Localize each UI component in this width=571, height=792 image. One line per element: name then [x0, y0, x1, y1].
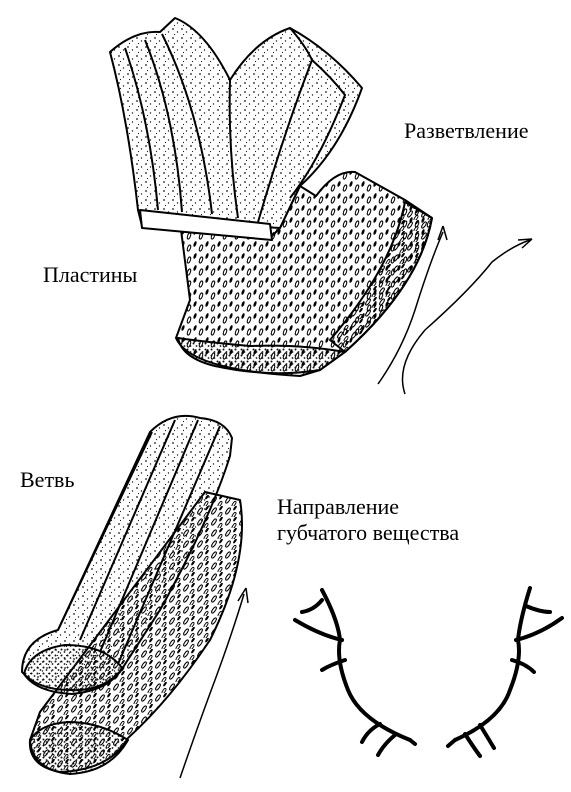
label-plates: Пластины [43, 262, 137, 288]
right-antler [448, 588, 562, 756]
antler-pair [295, 588, 562, 756]
label-branching: Разветвление [404, 118, 528, 144]
label-direction-line1: Направление [277, 494, 459, 520]
label-branch: Ветвь [20, 467, 74, 493]
left-antler [295, 590, 415, 755]
label-direction-line2: губчатого вещества [277, 520, 459, 546]
branching-block [110, 18, 432, 376]
label-spongy-direction: Направление губчатого вещества [277, 494, 459, 546]
